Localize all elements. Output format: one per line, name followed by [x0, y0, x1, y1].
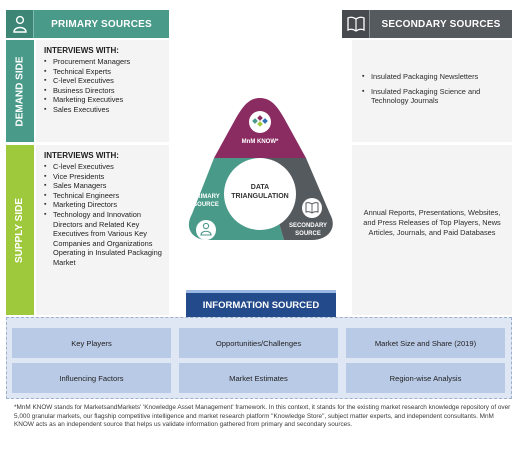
data-triangulation-label: DATA TRIANGULATION: [231, 184, 289, 200]
list-item: Procurement Managers: [44, 57, 169, 67]
list-item: Insulated Packaging Newsletters: [362, 72, 506, 82]
person-icon: [6, 10, 34, 38]
list-item: Sales Executives: [44, 105, 169, 115]
list-item: Technical Experts: [44, 67, 169, 77]
list-item: Marketing Directors: [44, 200, 169, 210]
demand-interviews-list: Procurement Managers Technical Experts C…: [44, 57, 169, 115]
secondary-reports-panel: Annual Reports, Presentations, Websites,…: [352, 145, 512, 315]
list-item: Technical Engineers: [44, 191, 169, 201]
data-triangulation-diagram: MnM KNOW* PRIMARY SOURCE SECONDARY SOURC…: [180, 90, 340, 265]
secondary-sources-title: SECONDARY SOURCES: [381, 18, 501, 30]
supply-side-panel: INTERVIEWS WITH: C-level Executives Vice…: [36, 145, 169, 315]
info-cell-key-players: Key Players: [12, 328, 171, 358]
primary-sources-header: PRIMARY SOURCES: [6, 10, 169, 38]
list-item: Technology and Innovation Directors and …: [44, 210, 169, 268]
demand-interviews-title: INTERVIEWS WITH:: [44, 46, 119, 55]
secondary-sources-header: SECONDARY SOURCES: [342, 10, 512, 38]
list-item: C-level Executives: [44, 76, 169, 86]
demand-side-text: DEMAND SIDE: [14, 55, 26, 127]
book-icon: [342, 10, 370, 38]
secondary-reports-text: Annual Reports, Presentations, Websites,…: [363, 208, 501, 237]
list-item: Sales Managers: [44, 181, 169, 191]
secondary-source-label: SECONDARY SOURCE: [288, 223, 328, 237]
list-item: Marketing Executives: [44, 95, 169, 105]
list-item: C-level Executives: [44, 162, 169, 172]
list-item: Insulated Packaging Science and Technolo…: [362, 87, 506, 106]
primary-source-label: PRIMARY SOURCE: [192, 194, 220, 208]
list-item: Vice Presidents: [44, 172, 169, 182]
info-cell-region-analysis: Region-wise Analysis: [346, 363, 505, 393]
secondary-journals-list: Insulated Packaging Newsletters Insulate…: [362, 72, 506, 111]
info-cell-influencing-factors: Influencing Factors: [12, 363, 171, 393]
demand-side-panel: INTERVIEWS WITH: Procurement Managers Te…: [36, 40, 169, 142]
supply-interviews-list: C-level Executives Vice Presidents Sales…: [44, 162, 169, 268]
supply-side-label: SUPPLY SIDE: [6, 145, 34, 315]
info-cell-market-size: Market Size and Share (2019): [346, 328, 505, 358]
footnote: *MnM KNOW stands for MarketsandMarkets' …: [14, 404, 511, 429]
mnm-know-label: MnM KNOW*: [241, 139, 279, 145]
demand-side-label: DEMAND SIDE: [6, 40, 34, 142]
list-item: Business Directors: [44, 86, 169, 96]
center-circle: [224, 158, 296, 230]
triangulation-graphic: [188, 98, 333, 240]
info-cell-market-estimates: Market Estimates: [179, 363, 338, 393]
information-sourced-box: Key Players Opportunities/Challenges Mar…: [6, 317, 512, 399]
book-icon: [305, 202, 319, 214]
primary-sources-title: PRIMARY SOURCES: [51, 18, 152, 30]
person-icon: [200, 222, 212, 236]
information-sourced-title: INFORMATION SOURCED: [186, 290, 336, 317]
supply-side-text: SUPPLY SIDE: [14, 197, 26, 263]
secondary-journals-panel: Insulated Packaging Newsletters Insulate…: [352, 40, 512, 142]
supply-interviews-title: INTERVIEWS WITH:: [44, 151, 119, 160]
info-cell-opportunities: Opportunities/Challenges: [179, 328, 338, 358]
